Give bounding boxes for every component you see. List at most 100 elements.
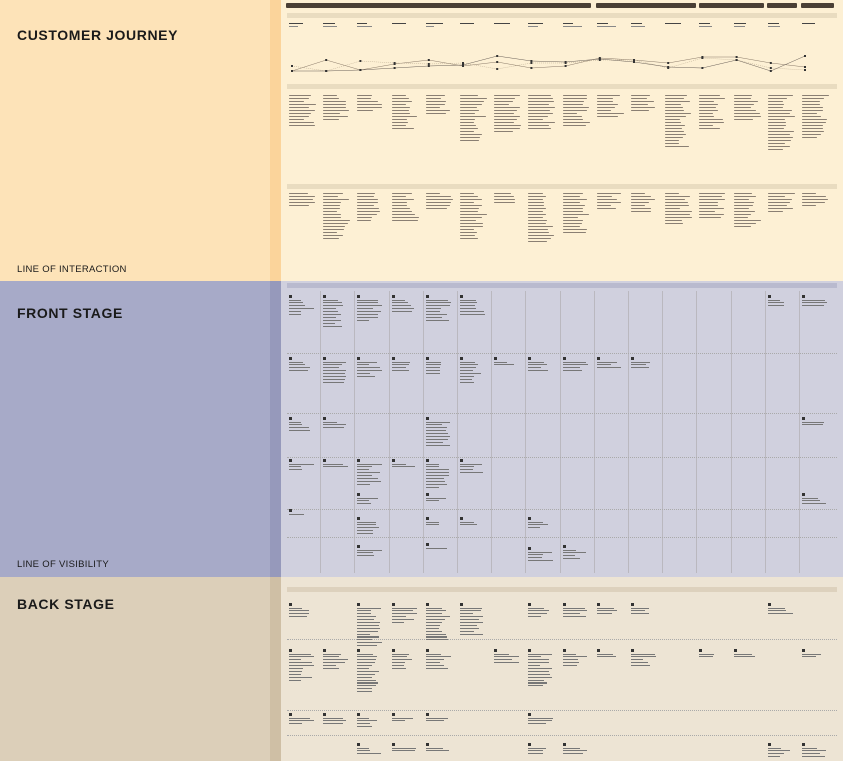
text-line [596, 613, 612, 615]
text-line [391, 100, 412, 103]
text-line [665, 115, 687, 118]
text-line [289, 115, 309, 118]
text-line [528, 234, 555, 236]
text-line [425, 624, 440, 626]
text-line [460, 198, 482, 201]
text-line [323, 302, 343, 304]
text-line [357, 503, 372, 505]
text-line [357, 100, 379, 103]
step-notes [665, 193, 693, 226]
text-line [357, 688, 373, 690]
text-line [528, 616, 542, 618]
text-line [665, 204, 690, 207]
text-line [562, 361, 586, 363]
text-line [562, 121, 590, 124]
text-line [357, 662, 376, 664]
text-line [323, 373, 346, 375]
card-marker [289, 357, 292, 360]
text-line [425, 201, 451, 204]
card-marker [425, 459, 429, 462]
journey-separator [270, 0, 281, 281]
text-line [425, 204, 450, 207]
text-line [562, 370, 582, 372]
text-line [802, 299, 825, 301]
text-line [357, 364, 370, 366]
emotion-point [530, 60, 533, 62]
customer-journey-band: CUSTOMER JOURNEY LINE OF INTERACTION [0, 0, 843, 281]
card-marker [802, 417, 805, 420]
text-line [357, 299, 379, 301]
text-line [425, 433, 448, 435]
text-line [528, 97, 554, 100]
touchpoint-card [391, 459, 420, 469]
text-line [733, 198, 749, 201]
text-line [323, 106, 347, 109]
card-marker [323, 417, 327, 420]
step-notes [562, 95, 591, 128]
text-line [562, 103, 583, 106]
text-line [460, 193, 474, 195]
step-notes [767, 95, 796, 152]
emotion-point [325, 59, 328, 61]
emotion-point [359, 60, 362, 62]
text-line [391, 112, 410, 115]
text-line [767, 109, 792, 112]
text-line [323, 667, 340, 670]
step-notes [596, 95, 625, 119]
card-marker [357, 517, 361, 520]
text-line [323, 322, 336, 324]
step-notes [733, 193, 762, 229]
card-marker [528, 603, 532, 606]
column-header [802, 23, 815, 26]
column-header-line [391, 23, 406, 25]
touchpoint-card [460, 295, 488, 317]
text-line [460, 121, 474, 124]
text-line [733, 97, 751, 100]
card-marker [460, 295, 463, 298]
emotion-line [292, 55, 806, 72]
text-line [596, 100, 613, 103]
back-stage-content [281, 577, 843, 761]
touchpoint-card [802, 295, 830, 308]
text-line [631, 201, 649, 204]
text-line [425, 305, 450, 307]
text-line [631, 367, 649, 369]
text-line [494, 659, 513, 661]
text-line [733, 222, 756, 225]
support-card [357, 603, 385, 648]
header-bar [699, 3, 764, 8]
step-notes [357, 193, 385, 223]
text-line [802, 103, 820, 106]
text-line [596, 204, 611, 207]
text-line [631, 210, 651, 213]
text-line [767, 148, 783, 150]
card-marker [357, 545, 361, 548]
support-card [323, 649, 351, 671]
text-line [562, 204, 585, 207]
emotion-point [667, 62, 670, 64]
text-line [460, 103, 482, 106]
support-card [596, 603, 625, 616]
text-line [665, 195, 691, 198]
text-line [425, 430, 446, 432]
text-line [631, 662, 648, 664]
text-line [323, 109, 350, 112]
text-line [802, 747, 817, 749]
card-marker [460, 459, 463, 462]
emotion-point [769, 70, 772, 72]
step-notes [494, 95, 522, 134]
text-line [357, 521, 377, 523]
text-line [391, 607, 417, 609]
text-line [460, 521, 474, 523]
text-line [562, 193, 583, 195]
column-header-line [596, 23, 608, 25]
text-line [323, 325, 343, 327]
text-line [289, 95, 311, 97]
text-line [528, 115, 549, 118]
text-line [494, 100, 514, 103]
text-line [767, 133, 790, 135]
step-notes [665, 95, 693, 149]
text-line [528, 367, 542, 369]
text-line [289, 112, 311, 115]
column-divider [628, 291, 629, 573]
